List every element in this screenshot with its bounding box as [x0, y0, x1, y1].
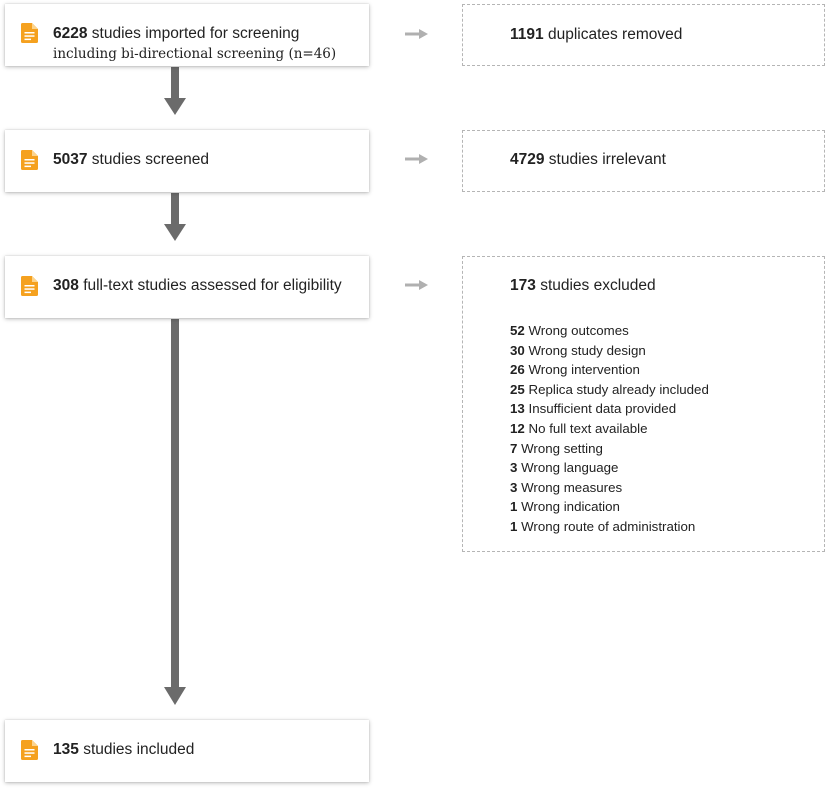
exclusion-reason: 3 Wrong measures: [510, 478, 709, 498]
removal-box-irrelevant: 4729 studies irrelevant: [462, 130, 825, 192]
exclusion-reason: 1 Wrong indication: [510, 497, 709, 517]
step-count: 6228: [53, 25, 88, 42]
removal-count: 173: [510, 277, 536, 294]
reason-count: 1: [510, 499, 518, 515]
step-label-text: studies imported for screening: [91, 25, 300, 42]
step-box-included: 135 studies included: [5, 720, 369, 782]
step-label: 6228 studies imported for screening: [53, 24, 299, 44]
reason-label: No full text available: [528, 420, 648, 436]
side-arrow-duplicates: [405, 29, 428, 39]
reason-label: Wrong indication: [521, 499, 620, 515]
reason-label: Wrong setting: [521, 440, 603, 456]
reason-count: 52: [510, 323, 525, 338]
reason-label: Wrong language: [521, 460, 619, 476]
reason-label: Wrong intervention: [528, 362, 640, 378]
exclusion-reason: 30 Wrong study design: [510, 341, 709, 361]
reason-count: 13: [510, 401, 525, 417]
document-icon: [21, 740, 38, 760]
reason-label: Insufficient data provided: [528, 401, 677, 417]
exclusion-reasons-list: 52 Wrong outcomes 30 Wrong study design …: [510, 321, 709, 537]
removal-box-duplicates: 1191 duplicates removed: [462, 4, 825, 66]
flow-arrow-2-to-3: [164, 193, 186, 241]
reason-count: 3: [510, 460, 518, 476]
exclusion-reason: 26 Wrong intervention: [510, 360, 709, 380]
removal-label-text: studies excluded: [540, 277, 656, 294]
reason-count: 7: [510, 440, 518, 456]
reason-label: Wrong study design: [528, 342, 646, 358]
reason-count: 30: [510, 342, 525, 358]
side-arrow-excluded: [405, 280, 428, 290]
removal-box-excluded: 173 studies excluded 52 Wrong outcomes 3…: [462, 256, 825, 552]
exclusion-reason: 7 Wrong setting: [510, 439, 709, 459]
side-arrow-irrelevant: [405, 154, 428, 164]
step-box-screened: 5037 studies screened: [5, 130, 369, 192]
removal-label: 1191 duplicates removed: [510, 25, 682, 45]
reason-label: Replica study already included: [528, 381, 709, 397]
step-box-assessed: 308 full-text studies assessed for eligi…: [5, 256, 369, 318]
step-sublabel: including bi-directional screening (n=46…: [53, 46, 337, 62]
step-label: 308 full-text studies assessed for eligi…: [53, 276, 342, 296]
exclusion-reason: 12 No full text available: [510, 419, 709, 439]
flow-arrow-3-to-4: [164, 319, 186, 705]
exclusion-reason: 52 Wrong outcomes: [510, 321, 709, 341]
document-icon: [21, 150, 38, 170]
step-box-imported: 6228 studies imported for screening incl…: [5, 4, 369, 66]
exclusion-reason: 13 Insufficient data provided: [510, 399, 709, 419]
document-icon: [21, 276, 38, 296]
removal-label-text: studies irrelevant: [548, 151, 666, 168]
removal-label-text: duplicates removed: [547, 26, 683, 43]
step-count: 5037: [53, 151, 88, 168]
reason-count: 26: [510, 362, 525, 378]
step-label-text: studies included: [83, 741, 195, 758]
step-label: 5037 studies screened: [53, 150, 209, 170]
reason-label: Wrong outcomes: [528, 323, 629, 338]
step-count: 135: [53, 741, 79, 758]
step-label-text: studies screened: [91, 151, 209, 168]
exclusion-reason: 3 Wrong language: [510, 458, 709, 478]
removal-count: 1191: [510, 26, 544, 43]
document-icon: [21, 23, 38, 43]
reason-count: 12: [510, 420, 525, 436]
reason-count: 25: [510, 381, 525, 397]
step-label: 135 studies included: [53, 740, 194, 760]
removal-label: 173 studies excluded: [510, 276, 656, 296]
reason-count: 3: [510, 479, 518, 495]
flow-arrow-1-to-2: [164, 67, 186, 115]
step-count: 308: [53, 277, 79, 294]
reason-label: Wrong route of administration: [521, 518, 696, 534]
exclusion-reason: 25 Replica study already included: [510, 380, 709, 400]
removal-label: 4729 studies irrelevant: [510, 150, 666, 170]
step-label-text: full-text studies assessed for eligibili…: [83, 277, 342, 294]
exclusion-reason: 1 Wrong route of administration: [510, 517, 709, 537]
reason-label: Wrong measures: [521, 479, 623, 495]
reason-count: 1: [510, 518, 518, 534]
removal-count: 4729: [510, 151, 545, 168]
